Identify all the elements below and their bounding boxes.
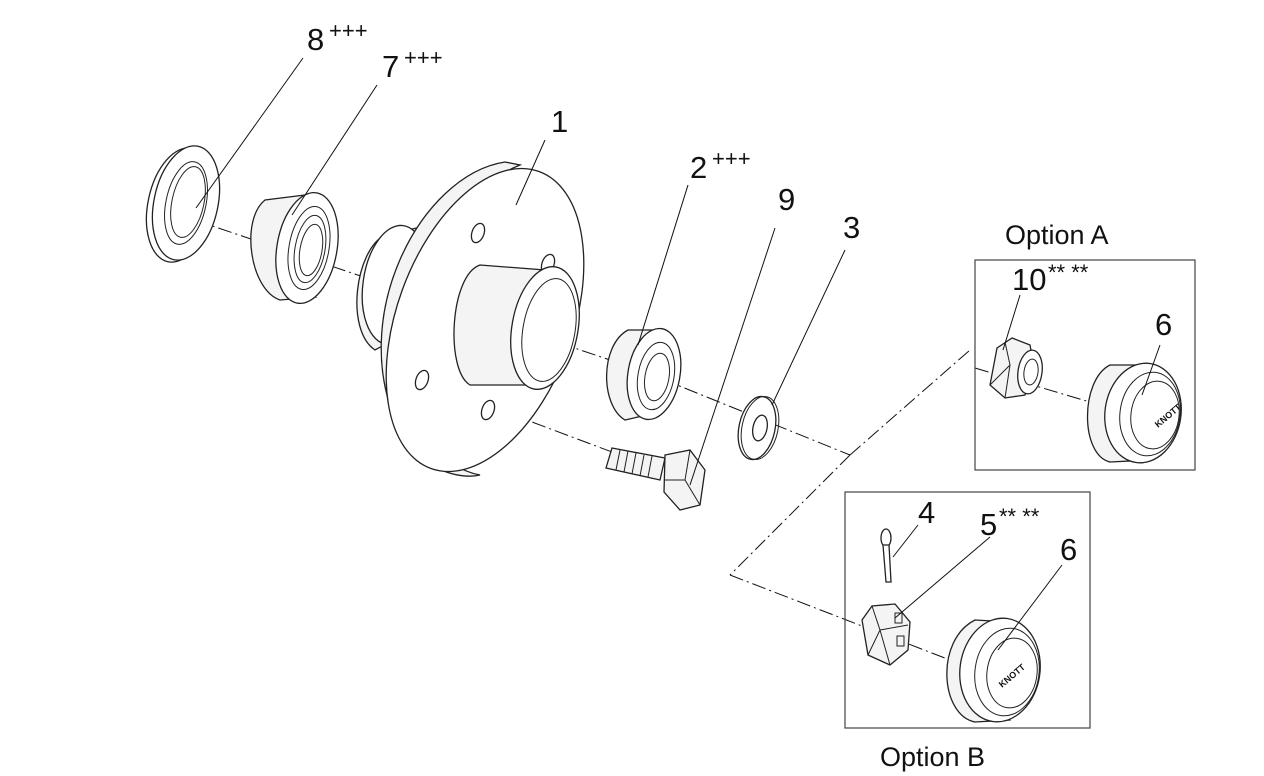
callout-7-sup: +++ [404, 45, 443, 70]
callout-4-number: 4 [918, 495, 935, 530]
part-6-hub-cap-b: KNOTT [946, 617, 1041, 723]
part-2-outer-bearing [606, 327, 682, 421]
callout-2-number: 2 [690, 150, 707, 185]
callout-6b-number: 6 [1060, 532, 1077, 567]
callout-4: 4 [918, 495, 935, 530]
callout-7-number: 7 [382, 49, 399, 84]
part-8-seal [145, 145, 221, 263]
callout-8-number: 8 [307, 22, 324, 57]
callout-8-sup: +++ [329, 18, 368, 43]
callout-7: 7 +++ [382, 45, 443, 84]
callout-6-b: 6 [1060, 532, 1077, 567]
callout-8: 8 +++ [307, 18, 368, 57]
callout-1-number: 1 [551, 104, 568, 139]
option-b-label: Option B [880, 742, 985, 772]
callout-9-number: 9 [778, 182, 795, 217]
callout-2-sup: +++ [712, 146, 751, 171]
part-5-castle-nut [861, 603, 911, 666]
callout-6-a: 6 [1155, 307, 1172, 342]
callout-1: 1 [551, 104, 568, 139]
option-b-box: KNOTT [844, 491, 1091, 729]
callout-5-number: 5 [980, 507, 997, 542]
callout-10: 10 ** ** [1012, 260, 1089, 297]
option-a-box: KNOTT [974, 259, 1196, 471]
part-9-wheel-bolt [605, 447, 706, 511]
part-4-split-pin [880, 528, 892, 583]
part-7-inner-bearing [250, 191, 339, 305]
part-3-washer [737, 395, 780, 461]
callout-6a-number: 6 [1155, 307, 1172, 342]
callout-5-sup: ** ** [999, 504, 1040, 529]
option-b-title: Option B [880, 742, 985, 772]
callout-2: 2 +++ [690, 146, 751, 185]
callout-10-sup: ** ** [1048, 260, 1089, 285]
option-a-label: Option A [1005, 220, 1109, 250]
part-6-hub-cap-a: KNOTT [1086, 362, 1183, 464]
callout-5: 5 ** ** [980, 504, 1040, 542]
callout-10-number: 10 [1012, 262, 1046, 297]
part-10-lock-nut [989, 337, 1043, 399]
option-a-title: Option A [1005, 220, 1109, 250]
leader-lines [195, 57, 1161, 651]
callout-3: 3 [843, 210, 860, 245]
callout-3-number: 3 [843, 210, 860, 245]
part-1-hub [356, 161, 585, 477]
callout-9: 9 [778, 182, 795, 217]
